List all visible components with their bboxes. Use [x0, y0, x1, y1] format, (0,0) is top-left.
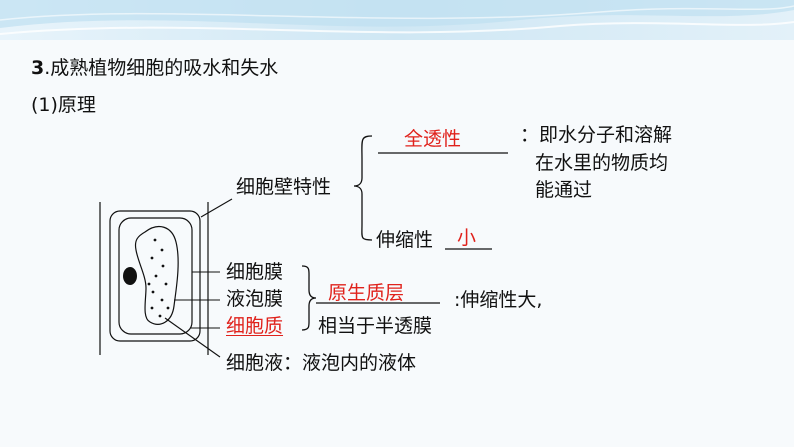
- answer-elasticity: 小: [457, 227, 477, 249]
- wall-brace: [353, 135, 373, 241]
- header-banner: [0, 0, 794, 40]
- cell-sap-line: 细胞液：液泡内的液体: [226, 354, 416, 373]
- cell-membrane-label: 细胞膜: [226, 261, 284, 283]
- section-number: 3: [31, 57, 45, 79]
- cytoplasm-label: 细胞质: [226, 315, 284, 337]
- tonoplast-label: 液泡膜: [226, 288, 284, 310]
- answer-protoplast: 原生质层: [328, 282, 405, 304]
- subsection-heading: (1)原理: [31, 94, 96, 116]
- cell-sap-label: 细胞液: [226, 352, 284, 374]
- nucleus: [123, 267, 137, 285]
- permeability-desc-line3: 能通过: [535, 179, 593, 201]
- cell-wall-label: 细胞壁特性: [236, 176, 332, 198]
- protoplast-brace: [301, 265, 317, 331]
- permeability-desc-line1: ：即水分子和溶解: [520, 124, 673, 146]
- section-heading: 3.成熟植物细胞的吸水和失水: [31, 59, 278, 78]
- answer-permeability: 全透性: [404, 128, 462, 150]
- protoplast-desc-line2: 相当于半透膜: [318, 315, 433, 337]
- cell-sap-desc: ：液泡内的液体: [283, 352, 417, 374]
- section-title: .成熟植物细胞的吸水和失水: [44, 57, 279, 79]
- permeability-desc-line2: 在水里的物质均: [535, 152, 669, 174]
- elasticity-label: 伸缩性: [376, 229, 434, 251]
- protoplast-desc-line1: :伸缩性大,: [454, 289, 543, 311]
- vacuole: [134, 225, 179, 325]
